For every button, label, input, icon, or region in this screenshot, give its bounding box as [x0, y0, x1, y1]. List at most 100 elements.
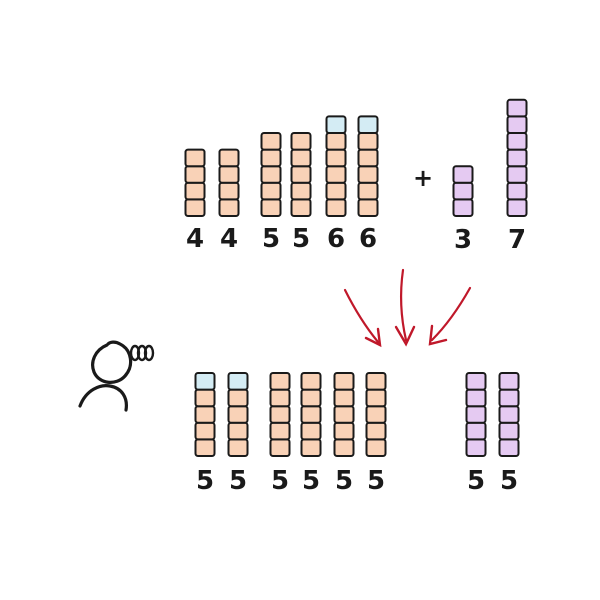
orange-cube: [194, 388, 216, 408]
purple-cube: [506, 165, 528, 184]
purple-cube: [498, 421, 520, 441]
purple-cube: [465, 372, 487, 391]
purple-cube: [452, 165, 474, 184]
orange-cube: [184, 165, 206, 184]
orange-cube: [365, 405, 387, 424]
purple-cube: [498, 438, 520, 457]
arrow-left-head: [364, 327, 382, 348]
bottom-orange-count-label: 5: [335, 466, 353, 496]
orange-cube: [218, 181, 240, 201]
top-purple-count-label: 7: [508, 225, 526, 255]
top-orange-count-label: 5: [292, 224, 310, 254]
arrow-right-head: [428, 324, 448, 346]
orange-cube: [184, 198, 206, 217]
orange-cube: [290, 132, 312, 151]
purple-cube: [465, 438, 487, 457]
orange-cube: [357, 148, 379, 168]
top-purple-column: 3: [452, 165, 474, 255]
orange-cube: [290, 165, 312, 184]
orange-cube: [227, 421, 249, 441]
bottom-orange-count-label: 5: [196, 466, 214, 496]
purple-cube: [465, 405, 487, 424]
orange-cube: [269, 372, 291, 391]
orange-cube: [365, 421, 387, 441]
top-orange-column: 5: [260, 132, 282, 254]
bottom-orange-column: 5: [333, 372, 355, 496]
orange-cube: [227, 438, 249, 457]
orange-cube: [184, 148, 206, 168]
purple-cube: [506, 198, 528, 217]
orange-cube: [300, 405, 322, 424]
orange-cube: [269, 421, 291, 441]
orange-cube: [227, 405, 249, 424]
orange-cube: [218, 165, 240, 184]
bottom-orange-column: 5: [194, 372, 216, 496]
purple-cube: [465, 421, 487, 441]
orange-cube: [357, 181, 379, 201]
orange-cube: [260, 181, 282, 201]
orange-cube: [227, 388, 249, 408]
orange-cube: [365, 438, 387, 457]
orange-cube: [260, 198, 282, 217]
orange-cube: [218, 148, 240, 168]
orange-cube: [333, 438, 355, 457]
blue-cube: [325, 115, 347, 135]
blue-cube: [357, 115, 379, 135]
purple-cube: [506, 115, 528, 135]
top-orange-column: 6: [325, 115, 347, 254]
orange-cube: [184, 181, 206, 201]
arrow-left: [343, 288, 380, 344]
orange-cube: [325, 198, 347, 217]
orange-cube: [333, 388, 355, 408]
bottom-purple-count-label: 5: [467, 466, 485, 496]
top-orange-column: 5: [290, 132, 312, 254]
orange-cube: [357, 132, 379, 151]
bottom-orange-column: 5: [365, 372, 387, 496]
top-orange-count-label: 4: [186, 224, 204, 254]
top-purple-count-label: 3: [454, 225, 472, 255]
bottom-purple-column: 5: [498, 372, 520, 496]
bottom-purple-column: 5: [465, 372, 487, 496]
top-orange-count-label: 6: [359, 224, 377, 254]
orange-cube: [365, 388, 387, 408]
orange-cube: [325, 132, 347, 151]
orange-cube: [357, 165, 379, 184]
orange-cube: [325, 181, 347, 201]
orange-cube: [269, 388, 291, 408]
redistribution-arrows-icon: [343, 268, 472, 348]
purple-cube: [506, 98, 528, 118]
orange-cube: [290, 181, 312, 201]
orange-cube: [260, 132, 282, 151]
purple-cube: [506, 132, 528, 151]
bottom-orange-count-label: 5: [302, 466, 320, 496]
purple-cube: [465, 388, 487, 408]
bottom-orange-count-label: 5: [271, 466, 289, 496]
top-orange-column: 6: [357, 115, 379, 254]
orange-cube: [218, 198, 240, 217]
bottom-orange-column: 5: [269, 372, 291, 496]
orange-cube: [357, 198, 379, 217]
blue-cube: [227, 372, 249, 391]
bottom-orange-count-label: 5: [367, 466, 385, 496]
bottom-purple-count-label: 5: [500, 466, 518, 496]
arrow-right: [430, 286, 472, 342]
orange-cube: [300, 388, 322, 408]
bottom-orange-column: 5: [227, 372, 249, 496]
orange-cube: [365, 372, 387, 391]
top-orange-column: 4: [218, 148, 240, 254]
orange-cube: [300, 421, 322, 441]
purple-cube: [452, 181, 474, 201]
orange-cube: [260, 165, 282, 184]
orange-cube: [333, 405, 355, 424]
plus-sign: +: [413, 164, 433, 192]
top-orange-count-label: 6: [327, 224, 345, 254]
orange-cube: [325, 148, 347, 168]
orange-cube: [194, 438, 216, 457]
orange-cube: [260, 148, 282, 168]
orange-cube: [325, 165, 347, 184]
